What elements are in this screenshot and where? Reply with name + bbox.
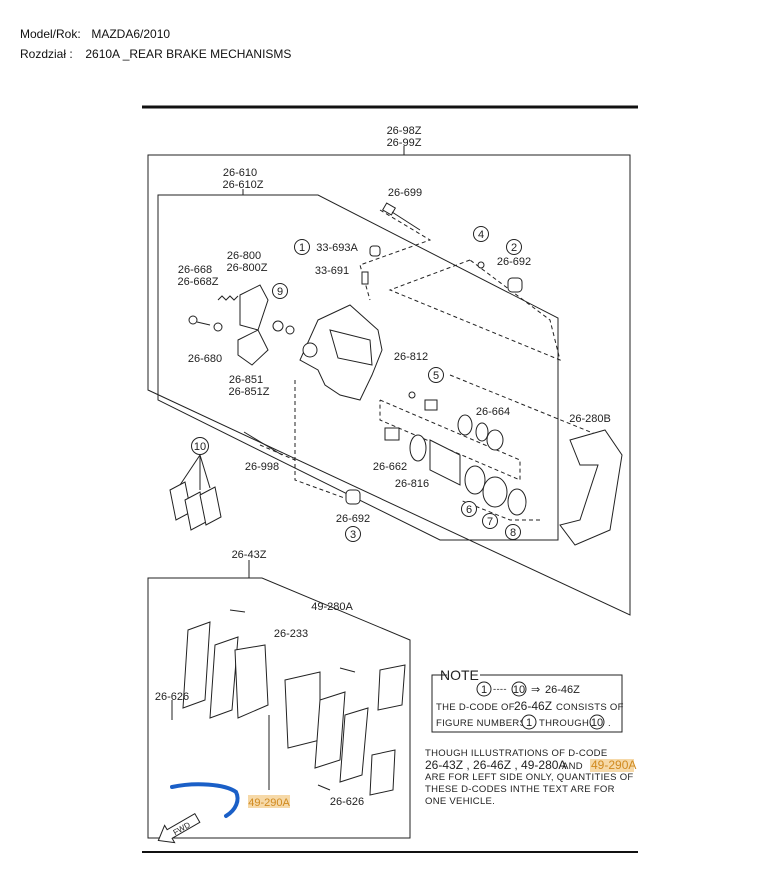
callout-5: 5 — [433, 370, 439, 382]
caliper-subassembly-frame — [157, 194, 559, 541]
bracket-lever — [237, 284, 269, 366]
part-label: 26-800 — [227, 250, 261, 262]
model-label: Model/Rok: — [20, 27, 81, 41]
note-code: 26-46Z — [545, 684, 580, 696]
disclaimer: THOUGH ILLUSTRATIONS OF D-CODE 26-43Z , … — [425, 748, 636, 807]
fwd-arrow-icon: FWD — [157, 812, 201, 844]
part-labels: 26-98Z 26-99Z 26-610 26-610Z 26-699 33-6… — [155, 125, 611, 809]
part-label: 26-816 — [395, 478, 429, 490]
callout-1: 1 — [299, 242, 305, 254]
piston-parts — [384, 391, 527, 516]
note-text: . — [608, 718, 611, 729]
handwritten-scribble — [170, 782, 240, 818]
disclaimer-highlighted: 49-290A — [591, 758, 636, 772]
callout-4: 4 — [478, 229, 484, 241]
caliper-bracket — [559, 429, 623, 546]
note-callout: 10 — [591, 717, 603, 729]
part-label: 49-280A — [311, 601, 353, 613]
brake-pads — [182, 609, 406, 796]
callout-10: 10 — [194, 441, 206, 453]
part-label: 26-610Z — [223, 179, 264, 191]
callout-6: 6 — [466, 504, 472, 516]
bolt — [188, 315, 223, 332]
note-box: NOTE 1 ---- 10 ⇒ 26-46Z THE D-CODE OF 26… — [431, 667, 624, 733]
part-label: 26-680 — [188, 353, 222, 365]
part-label: 26-668Z — [178, 276, 219, 288]
caliper-housing — [299, 304, 383, 401]
part-label: 26-98Z — [387, 125, 422, 137]
disclaimer-line: AND — [562, 761, 583, 772]
callout-2: 2 — [511, 242, 517, 254]
section-value: 2610A _REAR BRAKE MECHANISMS — [85, 47, 292, 61]
disclaimer-line: THESE D-CODES INTHE TEXT ARE FOR — [425, 784, 615, 795]
note-callout: 10 — [513, 684, 525, 696]
guide-pin-bolt — [381, 202, 421, 231]
section-label: Rozdział : — [20, 47, 73, 61]
disclaimer-line: ONE VEHICLE. — [425, 796, 495, 807]
highlight-mark — [248, 795, 290, 808]
part-label: 26-233 — [274, 628, 308, 640]
note-callout: 1 — [481, 684, 487, 696]
part-label: 26-626 — [155, 691, 189, 703]
part-label: 33-693A — [316, 242, 358, 254]
pad-kit-frame — [147, 577, 411, 839]
callout-7: 7 — [487, 516, 493, 528]
part-label: 26-662 — [373, 461, 407, 473]
part-label: 26-668 — [178, 264, 212, 276]
note-text: THROUGH — [539, 718, 589, 729]
section-row: Rozdział : 2610A _REAR BRAKE MECHANISMS — [20, 47, 291, 61]
model-value: MAZDA6/2010 — [91, 27, 171, 41]
part-label-highlighted: 49-290A — [248, 797, 290, 809]
disclaimer-line: THOUGH ILLUSTRATIONS OF D-CODE — [425, 748, 607, 759]
part-label: 26-998 — [245, 461, 279, 473]
part-label: 26-43Z — [232, 549, 267, 561]
note-callout: 1 — [526, 717, 532, 729]
note-title: NOTE — [440, 667, 479, 683]
callouts: 1 2 3 4 5 6 7 8 9 10 — [191, 226, 522, 542]
note-text: CONSISTS OF — [556, 702, 624, 713]
pad-clip-set — [169, 454, 222, 531]
callout-8: 8 — [510, 527, 516, 539]
disclaimer-line: ARE FOR LEFT SIDE ONLY, QUANTITIES OF — [425, 772, 634, 783]
part-label: 26-692 — [336, 513, 370, 525]
part-label: 26-664 — [476, 406, 510, 418]
part-label: 26-851 — [229, 374, 263, 386]
disclaimer-line: 26-43Z , 26-46Z , 49-280A — [425, 758, 566, 772]
callout-9: 9 — [277, 286, 283, 298]
note-code: 26-46Z — [514, 699, 552, 713]
seal-ring — [272, 320, 284, 332]
part-label: 26-851Z — [229, 386, 270, 398]
part-label: 26-800Z — [227, 262, 268, 274]
part-label: 26-610 — [223, 167, 257, 179]
spring — [217, 295, 239, 301]
part-label: 26-699 — [388, 187, 422, 199]
part-label: 26-99Z — [387, 137, 422, 149]
part-label: 33-691 — [315, 265, 349, 277]
guide-pin — [243, 431, 283, 456]
part-label: 26-692 — [497, 256, 531, 268]
boot — [507, 277, 523, 293]
note-text: FIGURE NUMBERS — [436, 718, 526, 729]
callout-3: 3 — [350, 529, 356, 541]
caliper-assembly-frame — [147, 154, 631, 616]
model-row: Model/Rok: MAZDA6/2010 — [20, 27, 170, 41]
part-label: 26-626 — [330, 796, 364, 808]
part-label: 26-812 — [394, 351, 428, 363]
arrow-icon: ⇒ — [531, 684, 540, 696]
part-label: 26-280B — [569, 413, 611, 425]
note-dots: ---- — [493, 684, 507, 695]
note-text: THE D-CODE OF — [436, 702, 515, 713]
